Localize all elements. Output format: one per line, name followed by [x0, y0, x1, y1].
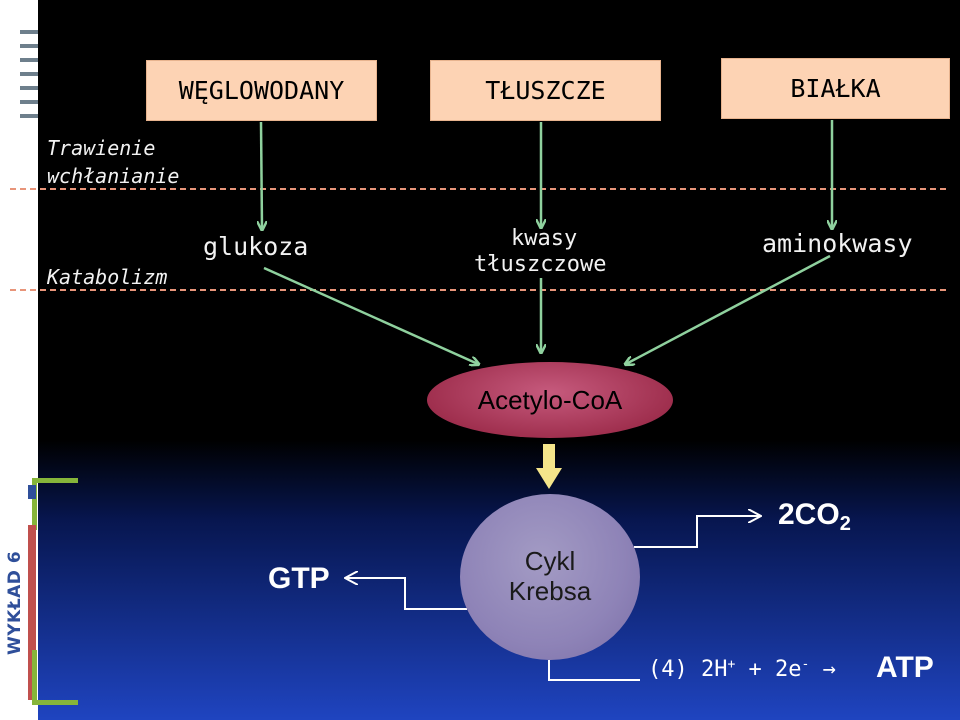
output-atp: ATP [876, 651, 934, 684]
co2-subscript: 2 [839, 513, 851, 535]
arrow-carbs-to-glucose [261, 121, 262, 229]
label-glucose: glukoza [203, 232, 309, 261]
arrow-glucose-to-acetyl [263, 266, 478, 364]
dashed-separator-bottom [10, 289, 946, 291]
box-proteins: BIAŁKA [721, 58, 950, 119]
output-gtp: GTP [268, 562, 330, 595]
acetyl-coa-label: Acetylo-CoA [477, 384, 623, 415]
h-prefix: (4) 2H [648, 657, 728, 682]
red-bar [28, 525, 36, 700]
label-amino-acids: aminokwasy [762, 229, 913, 258]
stage-digestion-line1: Trawienie [47, 136, 156, 160]
output-co2: 2CO2 [778, 498, 851, 536]
green-bracket-top [36, 478, 78, 483]
arrow-amino-acids-to-acetyl [626, 254, 831, 364]
atp-arrow: → [822, 657, 836, 682]
krebs-cycle-node: Cykl Krebsa [460, 494, 640, 660]
krebs-line2: Krebsa [508, 576, 592, 606]
blue-marker [28, 485, 36, 499]
stage-catabolism: Katabolizm [47, 265, 168, 289]
arrow-acetyl-to-krebs [536, 444, 562, 489]
green-bracket-vertical [32, 478, 37, 530]
krebs-line1: Cykl [524, 546, 576, 577]
green-bracket-bottom [36, 700, 78, 705]
co2-main: 2CO [778, 498, 840, 531]
dashed-separator-top [10, 188, 946, 190]
arrow-krebs-to-gtp [346, 578, 467, 610]
h-charge: + [727, 657, 736, 672]
label-fatty-acids-line1: kwasy [511, 226, 578, 251]
line-krebs-to-h2e [548, 660, 640, 681]
stage-digestion-line2: wchłanianie [47, 164, 180, 188]
box-carbohydrates: WĘGLOWODANY [146, 60, 377, 121]
label-fatty-acids-line2: tłuszczowe [474, 252, 607, 277]
output-hydrogen-electrons: (4) 2H+ + 2e- → [648, 657, 836, 682]
e-charge: - [801, 657, 810, 672]
e-prefix: + 2e [735, 657, 802, 682]
acetyl-coa-node: Acetylo-CoA [427, 362, 673, 438]
box-fats: TŁUSZCZE [430, 60, 661, 121]
green-bracket-vertical-bottom [32, 650, 37, 705]
arrow-krebs-to-co2 [634, 516, 760, 548]
decorative-lines [20, 0, 38, 136]
